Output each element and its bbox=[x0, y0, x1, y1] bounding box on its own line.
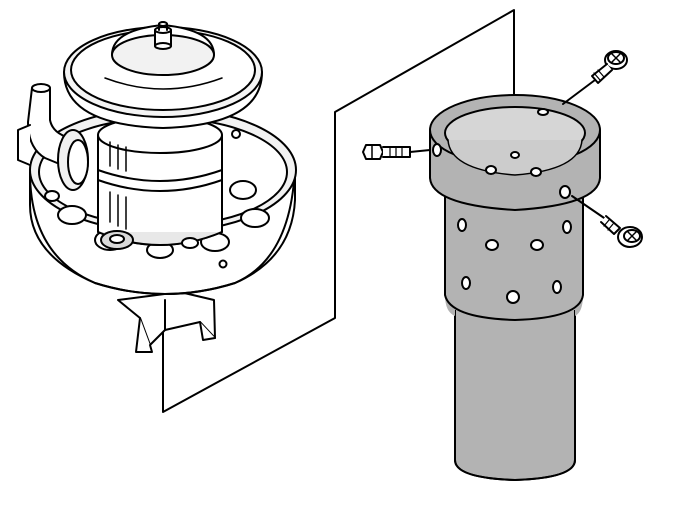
perforations bbox=[457, 218, 572, 304]
fan-vanes bbox=[109, 141, 127, 230]
elbow-pipe bbox=[17, 83, 89, 191]
dome-cover bbox=[63, 21, 263, 129]
burner-assembly bbox=[17, 21, 297, 353]
mounting-screw-top-right bbox=[562, 50, 628, 105]
mounting-screw-right bbox=[571, 195, 643, 248]
mounting-bracket bbox=[117, 291, 216, 353]
inner-cylinder bbox=[97, 116, 223, 250]
inner-holes bbox=[485, 108, 549, 177]
mounting-screw-left bbox=[362, 144, 431, 160]
perforated-combustion-tube bbox=[429, 94, 601, 481]
